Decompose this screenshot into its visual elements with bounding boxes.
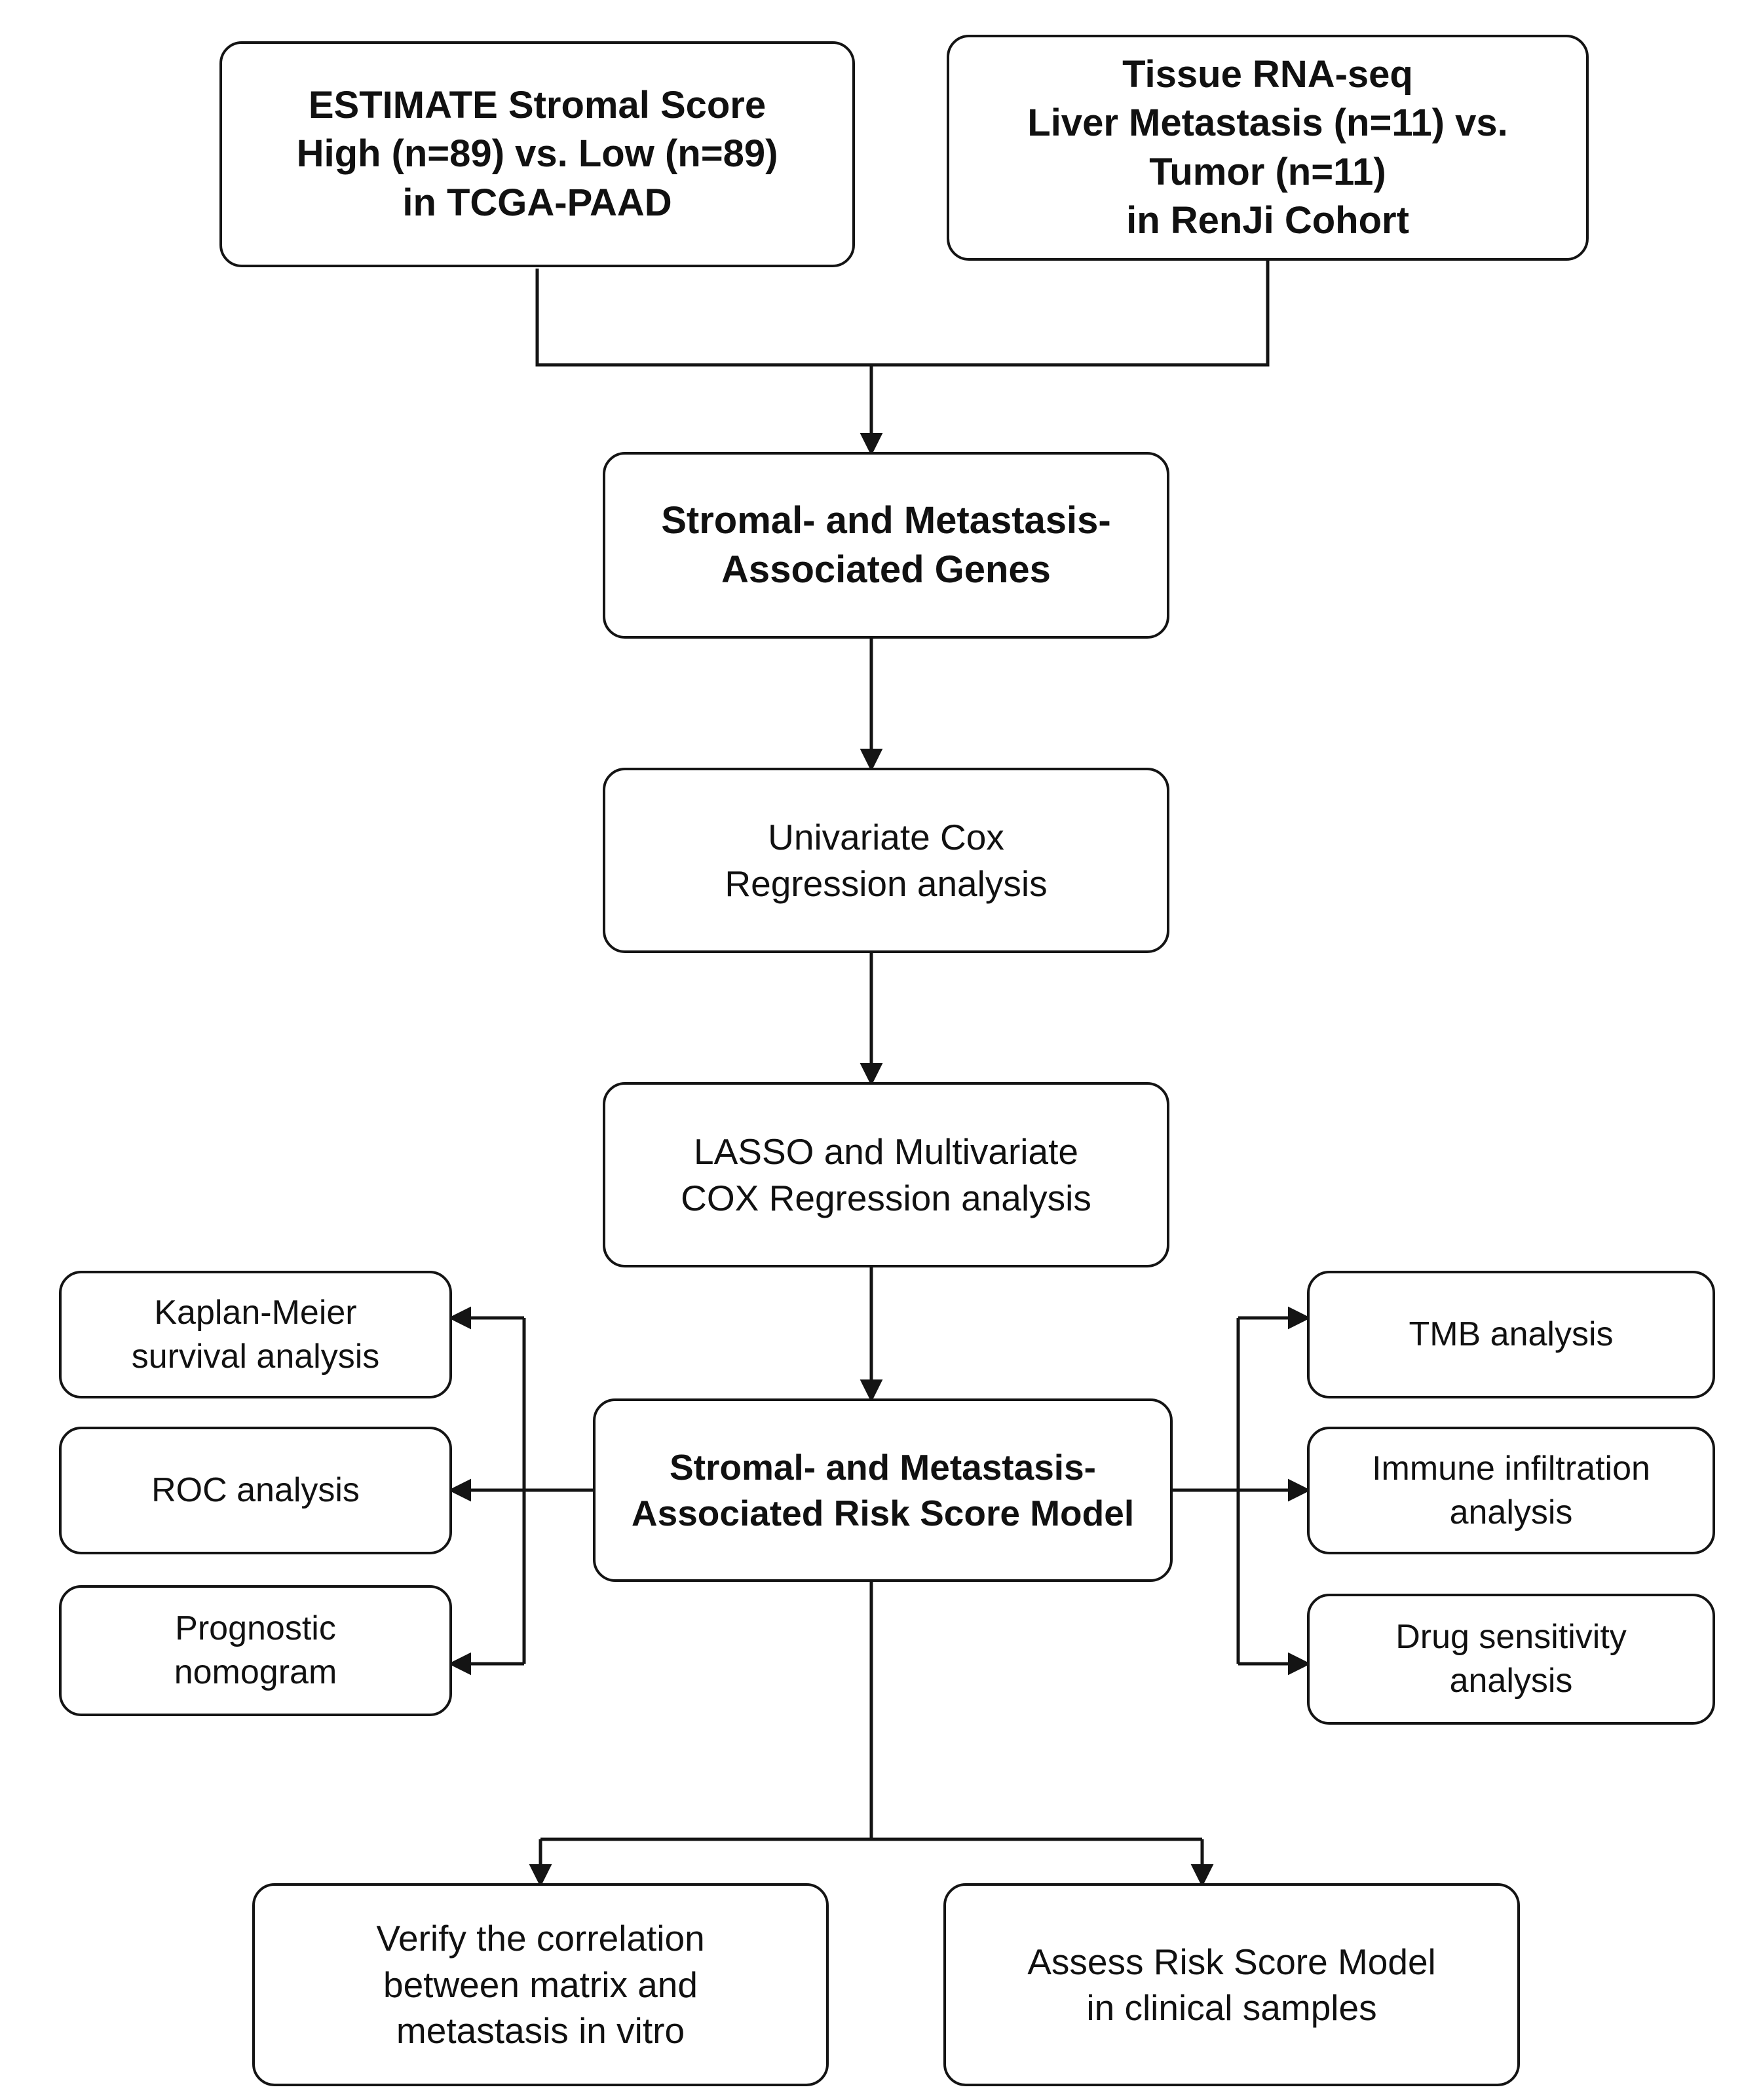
node-kaplan-meier-label: Kaplan-Meier survival analysis [131, 1293, 380, 1376]
node-roc-analysis[interactable]: ROC analysis [59, 1427, 452, 1554]
node-risk-score-model-label: Stromal- and Metastasis- Associated Risk… [631, 1446, 1135, 1533]
node-univariate-cox[interactable]: Univariate Cox Regression analysis [603, 768, 1169, 953]
node-kaplan-meier[interactable]: Kaplan-Meier survival analysis [59, 1271, 452, 1398]
node-prognostic-nomogram[interactable]: Prognostic nomogram [59, 1585, 452, 1716]
node-associated-genes-label: Stromal- and Metastasis- Associated Gene… [661, 499, 1111, 591]
node-tmb-analysis[interactable]: TMB analysis [1307, 1271, 1715, 1398]
node-univariate-cox-label: Univariate Cox Regression analysis [725, 817, 1048, 904]
node-verify-correlation-label: Verify the correlation between matrix an… [376, 1918, 705, 2052]
node-associated-genes[interactable]: Stromal- and Metastasis- Associated Gene… [603, 452, 1169, 639]
node-assess-clinical-samples[interactable]: Assess Risk Score Model in clinical samp… [943, 1883, 1520, 2086]
edge-rnaseq-to-genes [871, 261, 1270, 367]
node-estimate-stromal-score[interactable]: ESTIMATE Stromal Score High (n=89) vs. L… [219, 41, 855, 267]
node-prognostic-nomogram-label: Prognostic nomogram [174, 1609, 337, 1691]
node-risk-score-model[interactable]: Stromal- and Metastasis- Associated Risk… [593, 1398, 1173, 1582]
node-lasso-multivariate-cox[interactable]: LASSO and Multivariate COX Regression an… [603, 1082, 1169, 1267]
node-drug-sensitivity-label: Drug sensitivity analysis [1395, 1618, 1627, 1700]
node-immune-infiltration[interactable]: Immune infiltration analysis [1307, 1427, 1715, 1554]
node-tissue-rnaseq[interactable]: Tissue RNA-seq Liver Metastasis (n=11) v… [947, 35, 1589, 261]
node-assess-clinical-samples-label: Assess Risk Score Model in clinical samp… [1027, 1941, 1436, 2028]
node-roc-analysis-label: ROC analysis [151, 1471, 360, 1510]
node-tissue-rnaseq-label: Tissue RNA-seq Liver Metastasis (n=11) v… [1027, 53, 1508, 242]
node-immune-infiltration-label: Immune infiltration analysis [1372, 1449, 1650, 1531]
node-tmb-analysis-label: TMB analysis [1409, 1315, 1614, 1354]
node-verify-correlation[interactable]: Verify the correlation between matrix an… [252, 1883, 829, 2086]
edge-estimate-to-genes [535, 269, 871, 367]
node-lasso-multivariate-cox-label: LASSO and Multivariate COX Regression an… [681, 1131, 1091, 1218]
node-drug-sensitivity[interactable]: Drug sensitivity analysis [1307, 1594, 1715, 1725]
node-estimate-stromal-score-label: ESTIMATE Stromal Score High (n=89) vs. L… [296, 84, 778, 224]
